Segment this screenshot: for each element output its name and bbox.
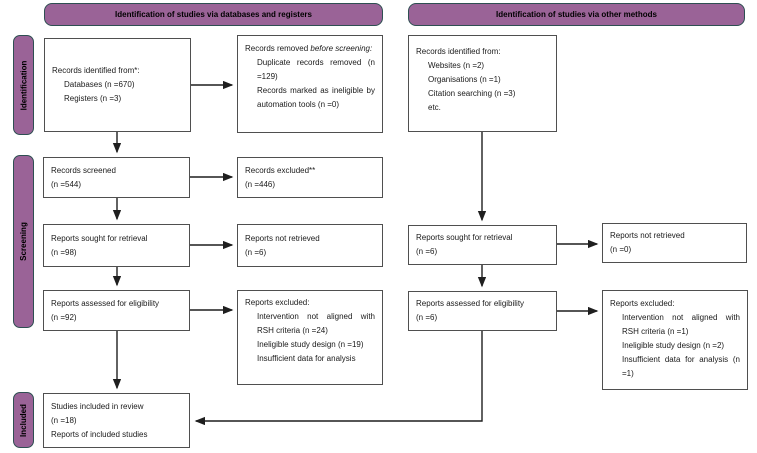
box-line: (n =544) [51, 179, 82, 189]
box-line: (n =446) [245, 179, 276, 189]
box-item: Intervention not aligned with RSH criter… [257, 312, 375, 335]
header-databases-registers: Identification of studies via databases … [44, 3, 383, 26]
box-line: Reports not retrieved [245, 233, 320, 243]
stage-included: Included [13, 392, 34, 448]
stage-identification-label: Identification [19, 60, 28, 110]
box-studies-included: Studies included in review (n =18) Repor… [43, 393, 190, 448]
box-line: (n =6) [416, 247, 438, 256]
stage-identification: Identification [13, 35, 34, 135]
box-reports-assessed-db: Reports assessed for eligibility (n =92) [43, 290, 190, 331]
box-title: Records identified from*: [52, 66, 140, 75]
box-line: Records screened [51, 165, 116, 175]
box-records-identified-other: Records identified from: Websites (n =2)… [408, 35, 557, 132]
box-reports-sought-other: Reports sought for retrieval (n =6) [408, 225, 557, 265]
box-line: (n =6) [245, 247, 267, 257]
box-reports-not-retrieved-db: Reports not retrieved (n =6) [237, 224, 383, 267]
box-reports-excluded-other: Reports excluded: Intervention not align… [602, 290, 748, 390]
box-item: Ineligible study design (n =19) [257, 340, 364, 349]
box-item: Citation searching (n =3) [428, 89, 516, 98]
box-line: (n =0) [610, 245, 632, 254]
box-item: Ineligible study design (n =2) [622, 341, 725, 350]
box-records-screened: Records screened (n =544) [43, 157, 190, 198]
stage-included-label: Included [19, 403, 29, 437]
box-title: Reports excluded: [610, 299, 675, 308]
box-reports-sought-db: Reports sought for retrieval (n =98) [43, 224, 190, 267]
header-other-methods: Identification of studies via other meth… [408, 3, 745, 26]
box-line: Reports sought for retrieval [51, 233, 148, 243]
box-line: Records excluded** [245, 165, 316, 175]
box-item: Websites (n =2) [428, 61, 485, 70]
box-line: (n =18) [51, 415, 77, 425]
box-line: Studies included in review [51, 401, 144, 411]
box-line: Reports assessed for eligibility [416, 299, 525, 308]
box-records-identified-db: Records identified from*: Databases (n =… [44, 38, 191, 132]
box-item: Duplicate records removed (n =129) [257, 58, 375, 81]
box-item: Records marked as ineligible by automati… [257, 86, 375, 109]
stage-screening: Screening [13, 155, 34, 328]
box-item: Databases (n =670) [64, 80, 135, 89]
box-records-removed: Records removed before screening: Duplic… [237, 35, 383, 133]
box-title: Records identified from: [416, 47, 501, 56]
box-title: Reports excluded: [245, 298, 310, 307]
box-line: (n =92) [51, 312, 77, 322]
box-records-excluded: Records excluded** (n =446) [237, 157, 383, 198]
box-line: Reports sought for retrieval [416, 233, 513, 242]
box-line: (n =6) [416, 313, 438, 322]
box-reports-excluded-db: Reports excluded: Intervention not align… [237, 290, 383, 385]
box-line: Reports of included studies [51, 429, 148, 439]
box-reports-not-retrieved-other: Reports not retrieved (n =0) [602, 223, 747, 263]
box-line: Reports not retrieved [610, 231, 685, 240]
box-line: (n =98) [51, 247, 77, 257]
box-item: Registers (n =3) [64, 94, 122, 103]
box-item: Insufficient data for analysis [257, 354, 356, 363]
box-item: Organisations (n =1) [428, 75, 501, 84]
box-item: Insufficient data for analysis (n =1) [622, 355, 740, 378]
stage-screening-label: Screening [19, 222, 28, 261]
box-item: etc. [428, 103, 441, 112]
box-line: Reports assessed for eligibility [51, 298, 160, 308]
box-title: Records removed before screening: [245, 44, 373, 53]
box-item: Intervention not aligned with RSH criter… [622, 313, 740, 336]
box-reports-assessed-other: Reports assessed for eligibility (n =6) [408, 291, 557, 331]
